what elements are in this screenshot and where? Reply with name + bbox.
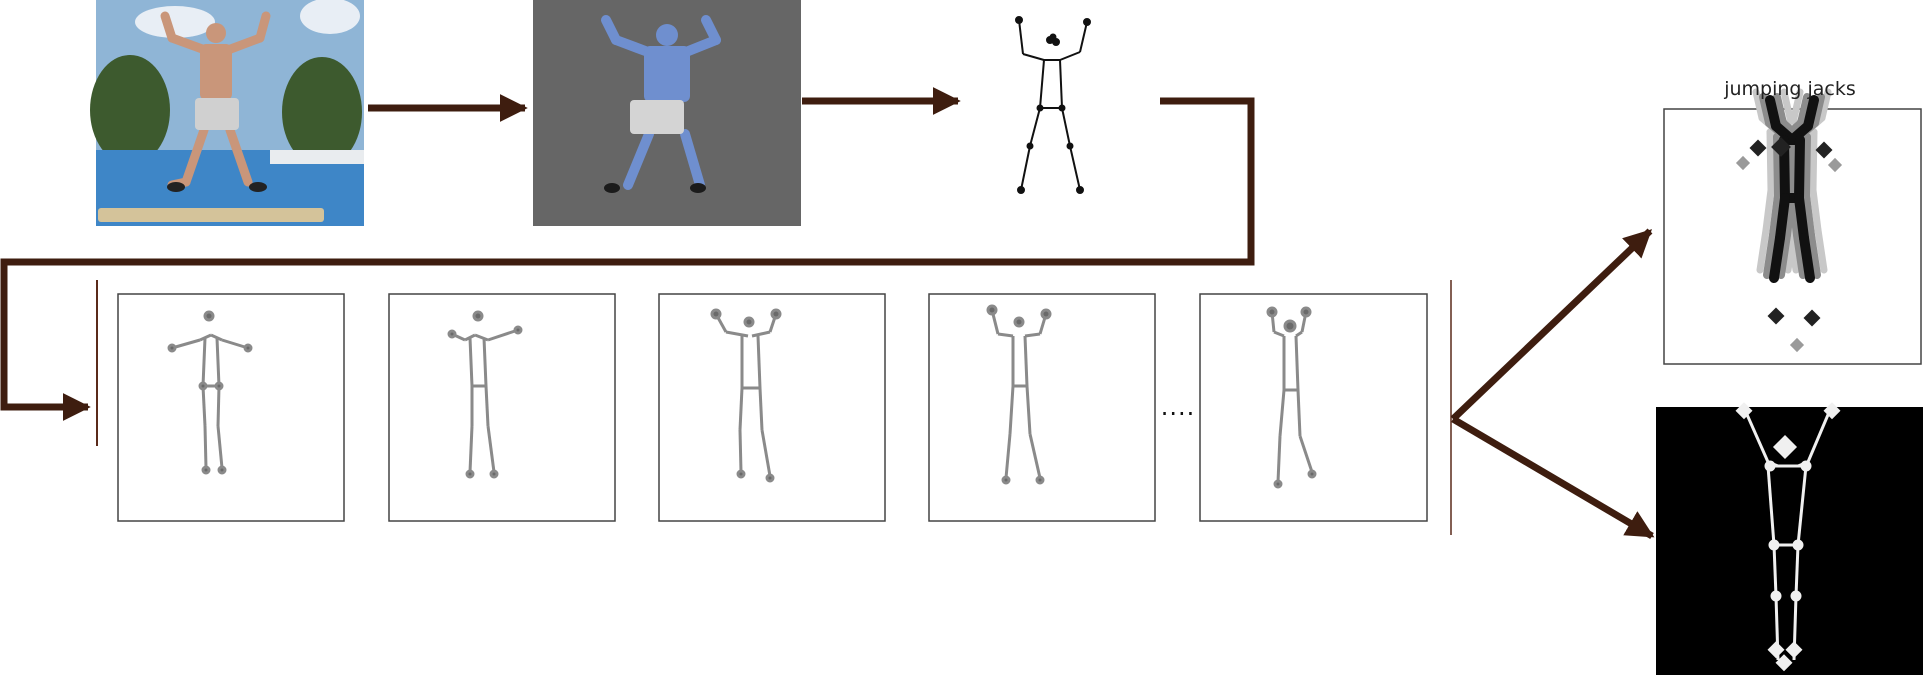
- skeleton-heatmap-image: [1656, 402, 1923, 675]
- pose-skeleton: [1015, 16, 1091, 194]
- arrow-skeleton-to-sequence: [0, 97, 1255, 421]
- skeleton-frame-sequence: [117, 293, 1428, 522]
- input-photo: [90, 0, 364, 226]
- frame-2: [388, 293, 616, 522]
- arrow-to-heatmap-image: [1451, 415, 1655, 540]
- motion-image-title: jumping jacks: [1724, 78, 1856, 100]
- frame-3: [658, 293, 886, 522]
- frame-1: [117, 293, 345, 522]
- motion-accumulation-image: [1663, 92, 1922, 365]
- frame-5: [1199, 293, 1428, 522]
- arrow-to-motion-image: [1450, 228, 1653, 422]
- sequence-ellipsis: ....: [1160, 393, 1196, 421]
- body-mesh-render: [533, 0, 801, 226]
